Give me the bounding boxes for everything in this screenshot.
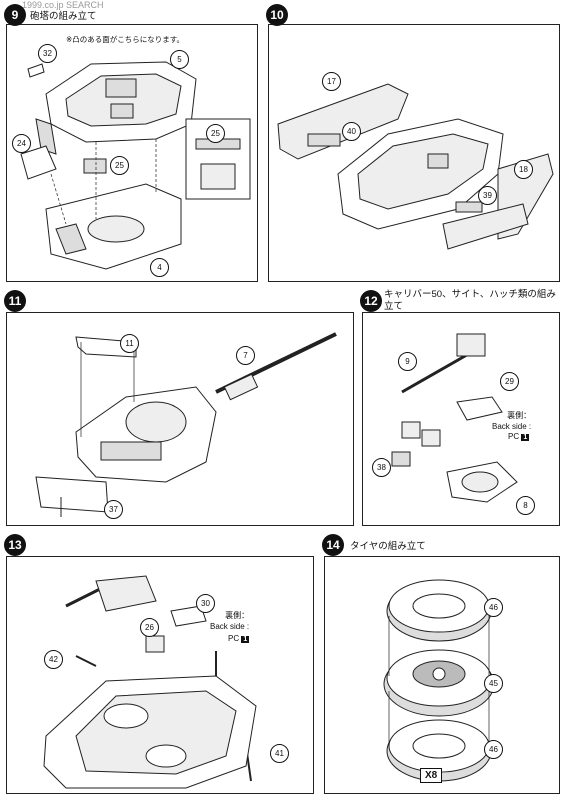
step-11-diagram: [35, 332, 337, 517]
step-14-number: 14: [322, 534, 344, 556]
step-12-part-29: 29: [500, 372, 519, 391]
step-13-part-42: 42: [44, 650, 63, 669]
step-13-part-26: 26: [140, 618, 159, 637]
step-13-part-code-letter: P: [228, 634, 234, 643]
step-13-back-side-jp: 裏側：: [225, 611, 250, 620]
step-12-part-code-letter: P: [508, 432, 514, 441]
step-14-multiplier: X8: [420, 768, 443, 783]
step-11-part-37: 37: [104, 500, 123, 519]
step-14-part-45: 45: [484, 674, 503, 693]
step-9-part-32: 32: [38, 44, 57, 63]
step-12-back-side-en: Back side :: [492, 422, 532, 431]
step-12-part-8: 8: [516, 496, 535, 515]
step-9-part-24: 24: [12, 134, 31, 153]
step-9-part-25: 25: [110, 156, 129, 175]
step-12-back-side-label: 裏側： Back side :: [492, 410, 531, 432]
step-9-diagram: [20, 61, 251, 270]
step-13-number: 13: [4, 534, 26, 556]
step-12-diagram: [391, 333, 518, 503]
step-10-part-40: 40: [342, 122, 361, 141]
step-9-number: 9: [4, 4, 26, 26]
step-9-note: ※凸のある面がこちらになります。: [66, 35, 185, 44]
step-13-part-30: 30: [196, 594, 215, 613]
step-12-part-code-num: 1: [521, 434, 530, 441]
step-9-part-5: 5: [170, 50, 189, 69]
step-14-title: タイヤの組み立て: [350, 541, 426, 552]
step-9-part-4: 4: [150, 258, 169, 277]
step-12-number: 12: [360, 290, 382, 312]
step-13-back-side-label: 裏側： Back side :: [210, 610, 249, 632]
step-13-part-41: 41: [270, 744, 289, 763]
step-10-diagram: [277, 83, 554, 250]
step-13-back-side-en: Back side :: [210, 622, 250, 631]
step-14-part-46-top: 46: [484, 598, 503, 617]
step-10-number: 10: [266, 4, 288, 26]
step-12-title: キャリバー50、サイト、ハッチ類の組み立て: [384, 289, 556, 312]
step-10-part-39: 39: [478, 186, 497, 205]
step-13-part-code: PC 1: [228, 634, 250, 643]
step-12-back-side-jp: 裏側：: [507, 411, 532, 420]
step-13-part-code-num: 1: [241, 636, 250, 643]
step-12-part-9: 9: [398, 352, 417, 371]
step-12-part-code: PC 1: [508, 432, 530, 441]
step-12-part-code-sub: C: [513, 432, 520, 441]
step-12-part-38: 38: [372, 458, 391, 477]
step-14-diagram: [383, 579, 495, 782]
step-10-part-18: 18: [514, 160, 533, 179]
step-10-part-17: 17: [322, 72, 341, 91]
step-11-number: 11: [4, 290, 26, 312]
step-13-part-code-sub: C: [233, 634, 240, 643]
watermark: 1999.co.jp SEARCH: [22, 0, 104, 10]
step-14-part-46-bottom: 46: [484, 740, 503, 759]
step-11-part-7: 7: [236, 346, 255, 365]
step-13-diagram: [43, 575, 257, 789]
step-9-title: 砲塔の組み立て: [30, 11, 97, 22]
step-9-inset-part-25: 25: [206, 124, 225, 143]
step-11-part-11: 11: [120, 334, 139, 353]
